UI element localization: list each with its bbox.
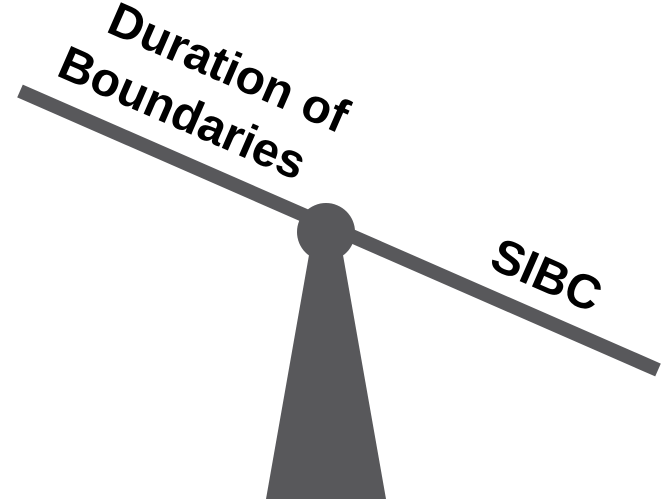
pivot-circle <box>297 203 355 261</box>
fulcrum-base <box>266 238 386 499</box>
